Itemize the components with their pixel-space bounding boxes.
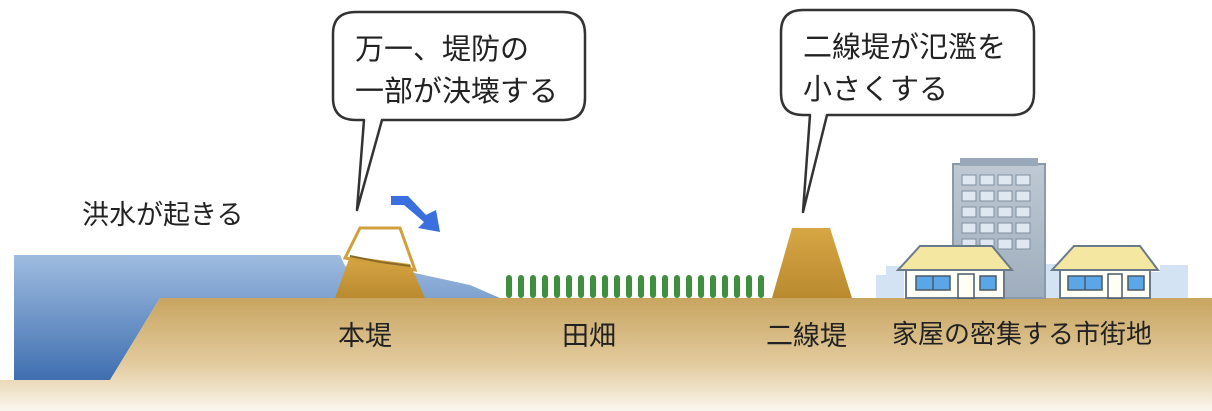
urban-area-label: 家屋の密集する市街地 [892,320,1153,350]
secondary-levee-label: 二線堤 [766,321,847,352]
bubble-levee-break-line-1: 万一、堤防の [355,32,530,66]
bubble-levee-break-line-2: 一部が決壊する [355,74,559,108]
main-levee-label: 本堤 [338,321,392,352]
farmland-label: 田畑 [562,321,616,352]
farmland-crops [506,275,764,298]
overflow-arrow [391,196,440,232]
speech-bubble-secondary-levee [779,8,1036,214]
bubble-secondary-levee-text: 二線堤が氾濫を 小さくする [803,26,1006,110]
secondary-levee [772,228,852,298]
house-2 [1049,245,1160,299]
bubble-levee-break-text: 万一、堤防の 一部が決壊する [355,28,558,112]
bubble-secondary-levee-line-1: 二線堤が氾濫を [803,30,1007,64]
bubble-secondary-levee-line-2: 小さくする [803,72,949,106]
flood-label: 洪水が起きる [82,200,244,231]
house-1 [895,245,1015,299]
speech-bubble-levee-break [331,10,587,212]
ground [0,298,1212,411]
main-levee [335,226,425,298]
